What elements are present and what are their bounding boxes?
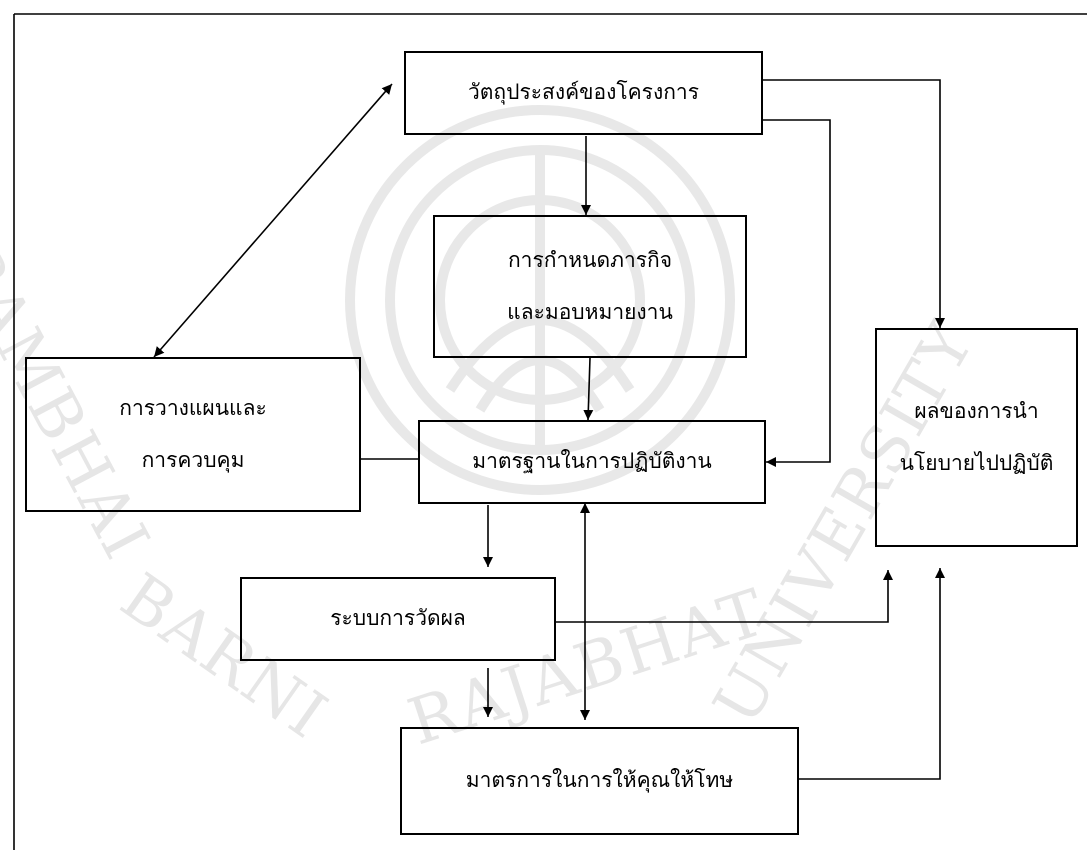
box-evaluation: ระบบการวัดผล xyxy=(240,577,556,661)
arrow-objectives-to-outcome xyxy=(762,79,945,328)
objectives-label: วัตถุประสงค์ของโครงการ xyxy=(467,80,700,105)
arrow-objectives-planning-bidirectional xyxy=(153,83,393,358)
missions-label-line1: การกำหนดภารกิจ xyxy=(507,248,673,273)
standards-label: มาตรฐานในการปฏิบัติงาน xyxy=(472,449,712,474)
arrow-rewards-to-outcome xyxy=(798,568,945,780)
arrow-evaluation-to-outcome xyxy=(555,570,893,623)
outcome-label-line2: นโยบายไปปฏิบัติ xyxy=(899,450,1054,475)
outcome-label-line1: ผลของการนำ xyxy=(914,399,1039,424)
planning-label-line1: การวางแผนและ xyxy=(119,396,267,421)
rewards-label: มาตรการในการให้คุณให้โทษ xyxy=(465,768,734,793)
evaluation-label: ระบบการวัดผล xyxy=(330,606,466,631)
box-rewards: มาตรการในการให้คุณให้โทษ xyxy=(400,727,799,835)
box-outcome: ผลของการนำ นโยบายไปปฏิบัติ xyxy=(875,328,1078,547)
box-missions: การกำหนดภารกิจ และมอบหมายงาน xyxy=(433,215,747,358)
missions-label-line2: และมอบหมายงาน xyxy=(507,299,673,324)
arrow-objectives-to-standards xyxy=(762,119,831,467)
box-planning: การวางแผนและ การควบคุม xyxy=(25,357,361,512)
box-standards: มาตรฐานในการปฏิบัติงาน xyxy=(418,420,766,504)
arrow-missions-to-standards xyxy=(583,357,594,421)
university-seal-icon xyxy=(345,105,735,495)
planning-label-line2: การควบคุม xyxy=(141,447,245,472)
box-objectives: วัตถุประสงค์ของโครงการ xyxy=(404,51,763,135)
